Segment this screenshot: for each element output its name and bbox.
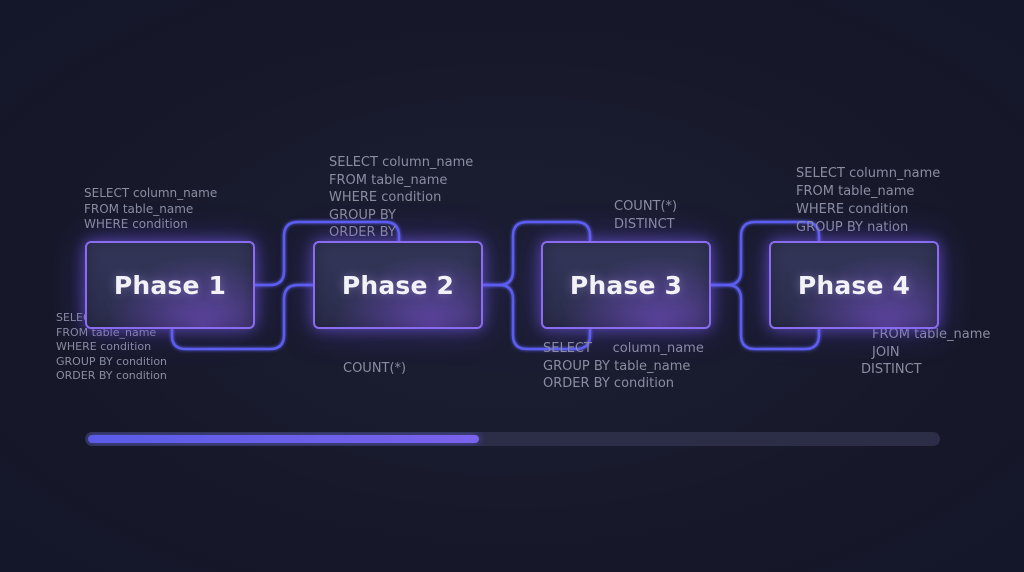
query-line: COUNT(*) bbox=[343, 361, 407, 376]
query-line: ORDER BY condition bbox=[543, 376, 675, 392]
query-line: GROUP BY table_name bbox=[543, 358, 691, 374]
query-line: GROUP BY condition bbox=[56, 354, 168, 368]
phase-1-query-above: SELECT column_name FROM table_name WHERE… bbox=[84, 186, 217, 233]
query-line: COUNT(*) bbox=[614, 199, 678, 214]
phase-4-box[interactable]: Phase 4 bbox=[769, 241, 939, 329]
phase-3-query-above: COUNT(*) DISTINCT bbox=[614, 198, 677, 233]
progress-bar-fill bbox=[88, 435, 479, 443]
connector-3-4-lower bbox=[711, 283, 821, 351]
phase-4-query-above: SELECT column_name FROM table_name WHERE… bbox=[796, 165, 940, 237]
query-line: ORDER BY condition bbox=[56, 369, 167, 382]
phase-2-query-above: SELECT column_name FROM table_name WHERE… bbox=[329, 154, 473, 242]
connector-3-4-upper bbox=[711, 220, 821, 287]
connector-2-3-upper bbox=[483, 220, 592, 287]
connector-1-2-lower bbox=[170, 283, 313, 351]
phase-2-box[interactable]: Phase 2 bbox=[313, 241, 483, 329]
query-line: SELECT column_name bbox=[796, 166, 941, 181]
query-line: WHERE condition bbox=[329, 190, 442, 206]
phase-1-box[interactable]: Phase 1 bbox=[85, 241, 255, 329]
query-line: SELECT column_name bbox=[543, 341, 704, 356]
query-line: JOIN bbox=[872, 344, 900, 360]
phase-4-query-below: FROM table_name JOIN DISTINCT bbox=[861, 326, 990, 379]
phase-2-label: Phase 2 bbox=[341, 270, 455, 300]
query-line: SELECT column_name bbox=[84, 186, 218, 200]
query-line: WHERE condition bbox=[84, 217, 188, 231]
query-line: GROUP BY bbox=[329, 207, 396, 223]
phase-3-label: Phase 3 bbox=[569, 270, 683, 300]
phase-2-query-below: COUNT(*) bbox=[343, 360, 406, 378]
query-line: WHERE condition bbox=[796, 202, 909, 217]
phase-3-box[interactable]: Phase 3 bbox=[541, 241, 711, 329]
query-line: FROM table_name bbox=[796, 184, 915, 199]
phase-4-label: Phase 4 bbox=[797, 270, 911, 300]
progress-bar bbox=[85, 432, 940, 446]
query-line: FROM table_name bbox=[872, 327, 991, 342]
phase-1-label: Phase 1 bbox=[113, 270, 227, 300]
phase-3-query-below: SELECT column_name GROUP BY table_name O… bbox=[543, 340, 704, 393]
query-line: FROM table_name bbox=[329, 172, 448, 188]
query-line: WHERE condition bbox=[56, 340, 152, 353]
connector-1-2-upper bbox=[255, 220, 401, 287]
query-line: GROUP BY nation bbox=[796, 220, 909, 235]
connector-2-3-lower bbox=[483, 283, 592, 351]
query-line: FROM table_name bbox=[84, 201, 194, 216]
query-line: SELECT column_name bbox=[329, 155, 474, 170]
query-line: DISTINCT bbox=[861, 362, 922, 378]
query-line: ORDER BY bbox=[329, 225, 396, 241]
query-line: DISTINCT bbox=[614, 216, 675, 232]
